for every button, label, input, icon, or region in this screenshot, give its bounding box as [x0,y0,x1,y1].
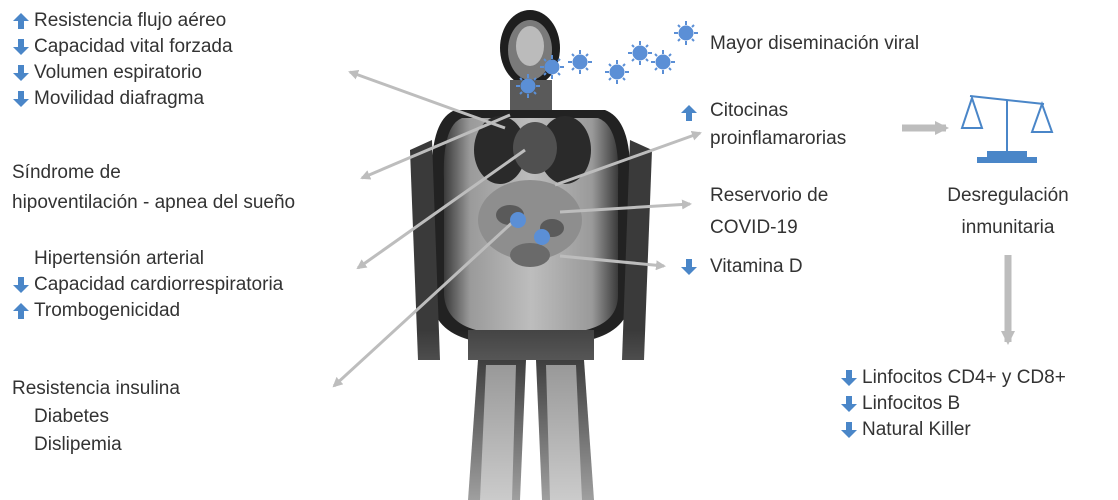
connector-sleep [362,115,510,178]
effect-text: Trombogenicidad [34,300,180,322]
virus-icon [568,50,592,74]
effect-row: Movilidad diafragma [12,86,233,112]
effect-row: Hipertensión arterial [12,246,283,272]
virus-dot-abdomen [510,212,526,228]
effect-row: Capacidad cardiorrespiratoria [12,272,283,298]
down-arrow-icon [840,395,858,413]
down-arrow-icon [680,258,698,276]
effect-text: Vitamina D [710,256,803,278]
effect-row: Citocinas [680,98,846,124]
immune-cells-effects: Linfocitos CD4+ y CD8+ Linfocitos B Natu… [840,365,1066,443]
up-arrow-icon [12,302,30,320]
effect-row: Natural Killer [840,417,1066,443]
connector-metabolic [334,220,515,386]
effect-text: Capacidad cardiorrespiratoria [34,274,283,296]
down-arrow-icon [840,369,858,387]
down-arrow-icon [12,90,30,108]
effect-text: Natural Killer [862,419,971,441]
effect-text: Linfocitos CD4+ y CD8+ [862,367,1066,389]
cardio-effects: Hipertensión arterial Capacidad cardiorr… [12,246,283,324]
viral-spread-label: Mayor diseminación viral [710,33,919,55]
effect-text: Desregulación [928,180,1088,212]
dysregulation-label: Desregulación inmunitaria [928,180,1088,244]
up-arrow-icon [12,12,30,30]
vitamin-effect: Vitamina D [680,254,803,280]
effect-text: Resistencia flujo aéreo [34,10,226,32]
up-arrow-icon [680,102,698,120]
respiratory-effects: Resistencia flujo aéreo Capacidad vital … [12,8,233,112]
effect-text: inmunitaria [928,212,1088,244]
effect-row: Vitamina D [680,254,803,280]
effect-text: Movilidad diafragma [34,88,204,110]
virus-icon [540,55,564,79]
effect-text: hipoventilación - apnea del sueño [12,188,295,218]
connector-vitamin [560,256,664,266]
effect-text: Linfocitos B [862,393,960,415]
effect-text: Síndrome de [12,158,295,188]
connector-respiratory [350,72,505,128]
effect-text: Volumen espiratorio [34,62,202,84]
virus-dot-abdomen [534,229,550,245]
effect-row: Capacidad vital forzada [12,34,233,60]
effect-row: Linfocitos B [840,391,1066,417]
virus-icon [674,21,698,45]
connector-cytokines [555,133,700,185]
connector-reservoir [560,204,690,212]
sleep-apnea-effect: Síndrome de hipoventilación - apnea del … [12,158,295,218]
virus-icon [628,41,652,65]
down-arrow-icon [12,38,30,56]
effect-text: Reservorio de [710,180,828,212]
virus-icon [605,60,629,84]
effect-text: Dislipemia [12,431,180,459]
effect-row: Volumen espiratorio [12,60,233,86]
effect-row: Resistencia flujo aéreo [12,8,233,34]
effect-text: proinflamarorias [680,124,846,154]
reservoir-label: Reservorio de COVID-19 [710,180,828,244]
effect-text: Capacidad vital forzada [34,36,233,58]
virus-icon [651,50,675,74]
virus-group [516,21,698,98]
cytokines-effect: Citocinas proinflamarorias [680,98,846,154]
effect-text: Diabetes [12,403,180,431]
down-arrow-icon [12,64,30,82]
effect-text: Resistencia insulina [12,375,180,403]
effect-text: COVID-19 [710,212,828,244]
virus-icon [516,74,540,98]
effect-text: Hipertensión arterial [34,248,204,270]
metabolic-effects: Resistencia insulina Diabetes Dislipemia [12,375,180,459]
down-arrow-icon [840,421,858,439]
effect-row: Linfocitos CD4+ y CD8+ [840,365,1066,391]
effect-text: Citocinas [710,96,788,126]
down-arrow-icon [12,276,30,294]
balance-scale-icon [962,96,1052,162]
effect-row: Trombogenicidad [12,298,283,324]
